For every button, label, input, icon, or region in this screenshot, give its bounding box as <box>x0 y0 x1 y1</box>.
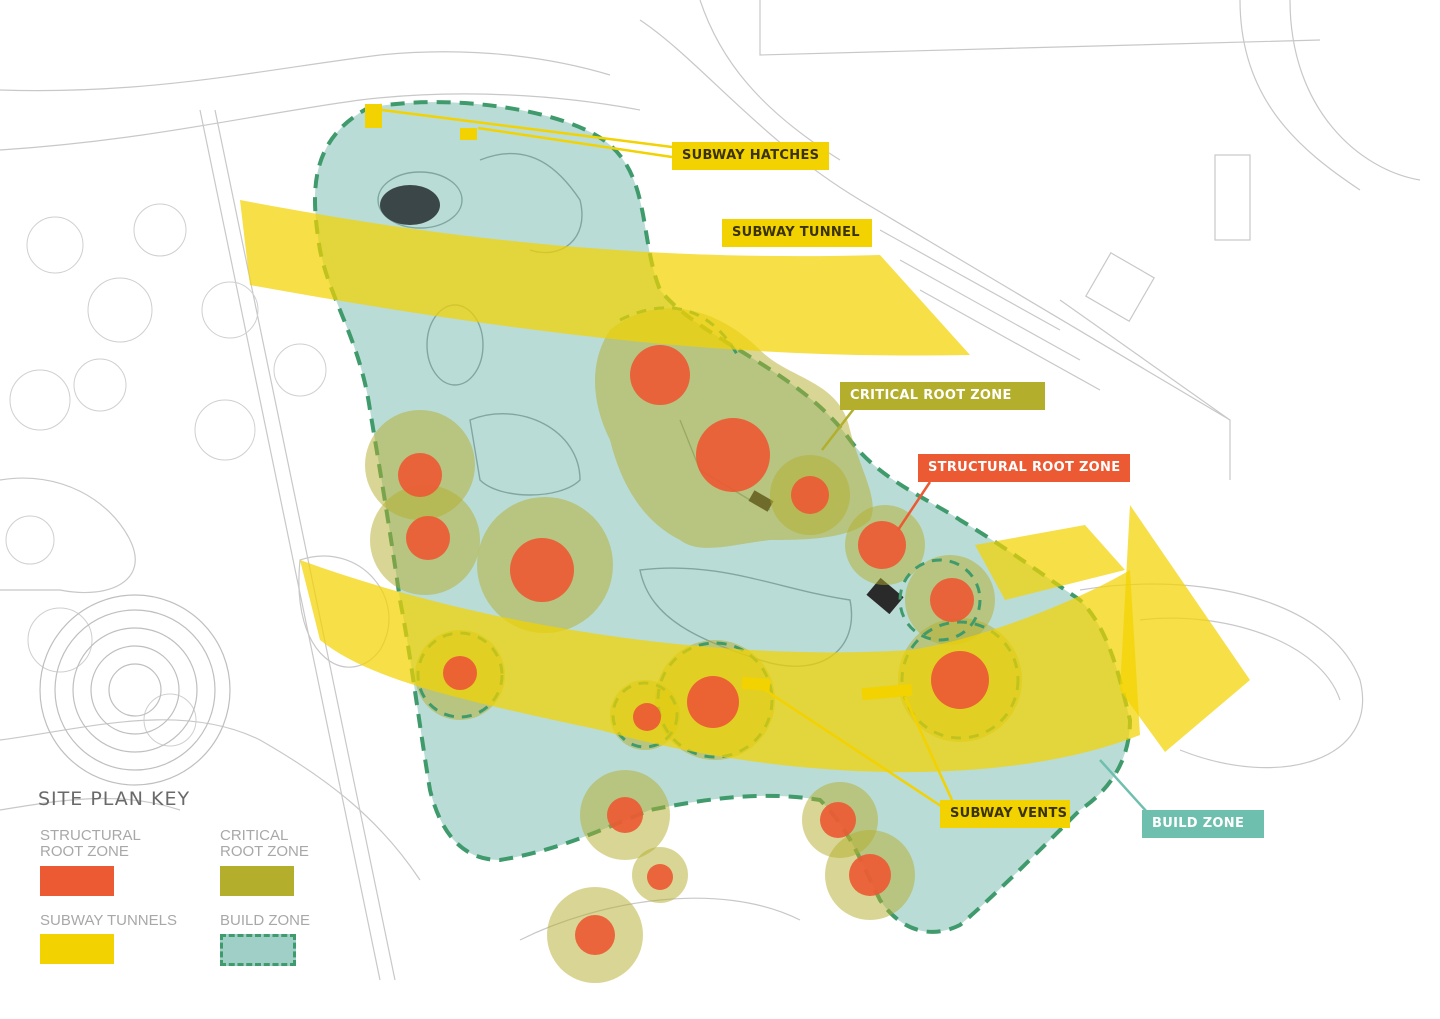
key-label-critical-root-zone: CRITICAL ROOT ZONE <box>220 828 309 860</box>
structural-root-zone <box>849 854 891 896</box>
structural-root-zone <box>607 797 643 833</box>
site-plan-key-title: SITE PLAN KEY <box>38 788 191 810</box>
subway-hatches <box>365 104 477 140</box>
structural-root-zone <box>510 538 574 602</box>
key-label-structural-root-zone: STRUCTURAL ROOT ZONE <box>40 828 141 860</box>
structural-root-zone <box>696 418 770 492</box>
key-label-line: ROOT ZONE <box>220 843 309 860</box>
key-label-line: STRUCTURAL <box>40 827 141 844</box>
callout-structural-root-zone: STRUCTURAL ROOT ZONE <box>918 454 1131 482</box>
structural-root-zone <box>791 476 829 514</box>
subway-tunnels <box>240 200 1250 773</box>
subway-tunnel-east <box>1120 505 1250 752</box>
tree-symbols <box>5 203 327 747</box>
subway-tunnel-north <box>240 200 970 356</box>
callout-critical-root-zone: CRITICAL ROOT ZONE <box>840 382 1045 410</box>
key-label-line: ROOT ZONE <box>40 843 129 860</box>
structural-root-zone <box>575 915 615 955</box>
structural-root-zone <box>630 345 690 405</box>
key-label-subway-tunnels: SUBWAY TUNNELS <box>40 912 177 929</box>
subway-vent <box>861 683 913 701</box>
callout-build-zone: BUILD ZONE <box>1142 810 1264 838</box>
key-label-line: CRITICAL <box>220 827 289 844</box>
structural-root-zone <box>633 703 661 731</box>
callout-subway-hatches: SUBWAY HATCHES <box>672 142 830 170</box>
subway-hatch <box>460 128 477 140</box>
subway-tunnel-south <box>300 560 1140 773</box>
structural-root-zones <box>398 345 989 955</box>
structural-root-zone <box>647 864 673 890</box>
callout-subway-vents: SUBWAY VENTS <box>940 800 1070 828</box>
key-swatch-subway-tunnels <box>40 934 114 964</box>
subway-vents <box>741 676 913 701</box>
callout-subway-tunnel: SUBWAY TUNNEL <box>722 219 872 247</box>
key-swatch-critical-root-zone <box>220 866 294 896</box>
subway-tunnel-connector <box>975 525 1125 600</box>
structural-root-zone <box>931 651 989 709</box>
key-swatch-build-zone <box>220 934 296 966</box>
structural-root-zone <box>687 676 739 728</box>
structural-root-zone <box>443 656 477 690</box>
structural-root-zone <box>406 516 450 560</box>
subway-hatch <box>365 104 382 128</box>
structural-root-zone <box>858 521 906 569</box>
key-swatch-structural-root-zone <box>40 866 114 896</box>
structural-root-zone <box>398 453 442 497</box>
key-label-build-zone: BUILD ZONE <box>220 912 311 929</box>
structural-root-zone <box>820 802 856 838</box>
callout-leaders <box>381 108 1148 814</box>
subway-vent <box>741 676 771 692</box>
structural-root-zone <box>930 578 974 622</box>
amphitheater <box>39 594 231 786</box>
